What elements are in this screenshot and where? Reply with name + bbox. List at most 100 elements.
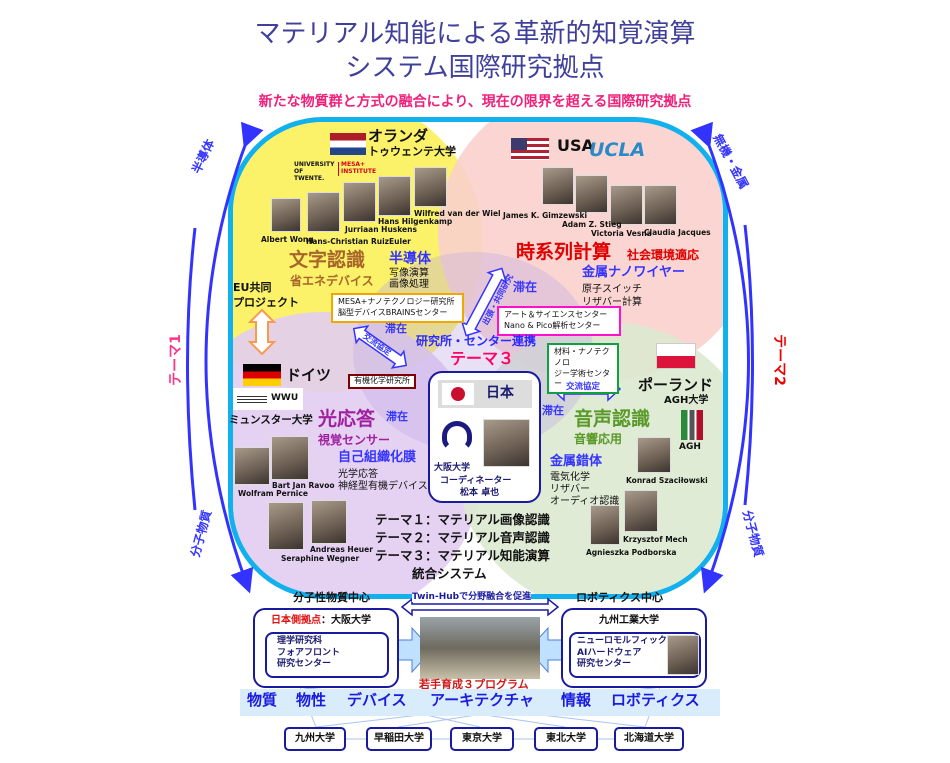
field-label: ロボティクス <box>611 691 700 709</box>
germany-university: ミュンスター大学 <box>229 414 313 426</box>
japan-header: 日本 <box>438 380 532 408</box>
field-label: 情報 <box>561 691 592 709</box>
detail: 画像処理 <box>389 279 429 290</box>
poland-country: ポーランド <box>638 376 714 394</box>
portrait-photo <box>343 182 376 222</box>
detail: 原子スイッチ <box>582 284 642 295</box>
title-line-2: システム国際研究拠点 <box>345 53 605 83</box>
title-line-1: マテリアル知能による革新的知覚演算 <box>254 19 696 49</box>
osaka-university-label: 大阪大学 <box>434 463 471 473</box>
site-name: 九州工業大学 <box>599 615 659 626</box>
side-label-theme2: テーマ2 <box>770 334 787 386</box>
twente-logo-text: UNIVERSITY OF TWENTE. <box>294 161 335 182</box>
subtitle: 新たな物質群と方式の融合により、現在の限界を超える国際研究拠点 <box>258 94 692 110</box>
portrait-photo <box>575 175 608 213</box>
japan-box: 日本 大阪大学 コーディネーター 松本 卓也 <box>428 371 541 503</box>
poland-university: AGH大学 <box>664 395 709 406</box>
field-label: 物質 <box>247 691 278 709</box>
stay-label: 滞在 <box>385 322 407 335</box>
mesa-institute-box: MESA+ナノテクノロジー研究所 脳型デバイスBRAINSセンター <box>331 293 464 323</box>
portrait-photo <box>307 192 340 232</box>
left-arc-arrow <box>204 121 264 594</box>
eu-project-line2: プロジェクト <box>233 296 299 309</box>
person-name: Adam Z. Stieg <box>562 220 622 229</box>
wwu-logo-text: WWU <box>271 393 299 403</box>
side-label-theme1: テーマ1 <box>167 334 184 386</box>
detail: リザバー <box>550 484 590 495</box>
portrait-photo <box>414 167 447 207</box>
person-name: Andreas Heuer <box>310 545 373 554</box>
forefront-center-box: 理学研究科 フォアフロント 研究センター <box>265 632 389 678</box>
portrait-photo <box>311 500 347 544</box>
detail: オーディオ認識 <box>550 496 620 507</box>
kyutech-site-box: 九州工業大学 ニューロモルフィック AIハードウェア 研究センター <box>561 608 707 688</box>
university-hokkaido: 北海道大学 <box>614 727 684 751</box>
organic-chem-box: 有機化学研究所 <box>348 374 416 389</box>
detail: 電気化学 <box>550 472 590 483</box>
portrait-photo <box>590 505 620 545</box>
agh-logo-icon <box>681 410 703 440</box>
person-name: Krzysztof Mech <box>623 535 688 544</box>
box-line: フォアフロント <box>277 647 341 658</box>
fields-band <box>240 689 720 716</box>
netherlands-university: トゥウェンテ大学 <box>368 145 456 158</box>
person-name: Jurriaan Huskens <box>345 225 417 234</box>
theme-list-item: 統合システム <box>412 566 487 581</box>
portrait-photo <box>378 176 411 216</box>
eu-project-line1: EU共同 <box>233 281 272 294</box>
detail: 神経型有機デバイス <box>338 481 428 492</box>
portrait-photo <box>271 198 301 232</box>
material-label: 半導体 <box>389 251 431 267</box>
university-tokyo: 東京大学 <box>450 727 514 751</box>
person-name: James K. Gimzewski <box>503 211 588 220</box>
subtopic: 省エネデバイス <box>290 274 374 288</box>
molecular-center-heading: 分子性物質中心 <box>293 591 370 604</box>
japan-flag-icon <box>442 383 474 405</box>
topic-photoresponse: 光応答 <box>318 408 376 430</box>
arrow-label: 交流協定 <box>566 382 601 392</box>
detail: リザバー計算 <box>582 297 642 308</box>
person-name: Seraphine Wegner <box>281 554 360 563</box>
theme-list-item: テーマ３：マテリアル知能演算 <box>375 548 550 563</box>
osaka-site-box: 日本側拠点：大阪大学 理学研究科 フォアフロント 研究センター <box>253 608 399 688</box>
university-tohoku: 東北大学 <box>534 727 598 751</box>
germany-country: ドイツ <box>286 366 332 384</box>
box-line: ジー学術センター <box>554 368 610 389</box>
portrait-photo <box>667 635 699 675</box>
usa-country: USA <box>557 136 594 155</box>
ucla-label: UCLA <box>589 139 646 161</box>
portrait-photo <box>624 490 658 532</box>
theme-list-item: テーマ１：マテリアル画像認識 <box>375 512 550 527</box>
person-name: Agnieszka Podborska <box>586 548 677 557</box>
box-line: アート＆サイエンスセンター <box>504 310 608 319</box>
coordinator-name: 松本 卓也 <box>460 488 500 498</box>
site-label: 日本側拠点 <box>271 615 321 626</box>
left-arc-line <box>186 227 197 511</box>
coordinator-photo <box>483 419 530 467</box>
box-line: 理学研究科 <box>277 636 323 646</box>
box-line: 材料・ナノテクノロ <box>554 347 610 367</box>
field-label: デバイス <box>347 691 407 709</box>
university-waseda: 早稲田大学 <box>366 727 432 751</box>
group-photo <box>420 617 540 679</box>
portrait-photo <box>234 447 270 485</box>
person-name: Konrad Szaciłowski <box>626 476 708 485</box>
person-name: Claudia Jacques <box>644 228 711 237</box>
neuromorphic-center-box: ニューロモルフィック AIハードウェア 研究センター <box>569 632 701 678</box>
person-name: Victoria Vesna <box>591 229 652 238</box>
right-arc-arrow <box>690 121 750 594</box>
field-label: アーキテクチャ <box>430 691 534 709</box>
university-kyushu: 九州大学 <box>284 727 346 751</box>
institute-link-label: 研究所・センター連携 <box>416 334 537 348</box>
materials-nanotech-center-box: 材料・ナノテクノロ ジー学術センター <box>547 343 619 395</box>
portrait-photo <box>644 185 677 225</box>
osaka-university-logo-icon <box>442 421 472 451</box>
box-line: AIハードウェア <box>577 647 642 658</box>
exchange-arrow-nl <box>352 325 408 369</box>
box-line: 研究センター <box>277 659 332 670</box>
stay-label: 滞在 <box>542 404 564 417</box>
twin-hub-label: Twin-Hubで分野融合を促進 <box>412 592 532 603</box>
topic-time-series: 時系列計算 <box>516 241 612 263</box>
box-line: 脳型デバイスBRAINSセンター <box>338 307 448 317</box>
stay-label: 滞在 <box>386 410 408 423</box>
